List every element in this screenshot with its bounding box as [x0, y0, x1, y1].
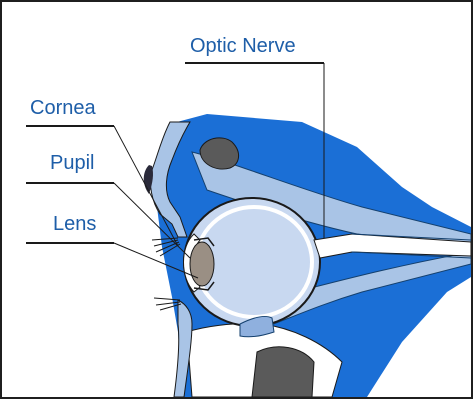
lens-label: Lens [53, 213, 96, 235]
pupil-label: Pupil [50, 152, 94, 174]
cornea-label: Cornea [30, 97, 96, 119]
lens-shape [190, 242, 214, 286]
maxillary-sinus [252, 347, 314, 397]
optic-nerve-label: Optic Nerve [190, 35, 296, 57]
